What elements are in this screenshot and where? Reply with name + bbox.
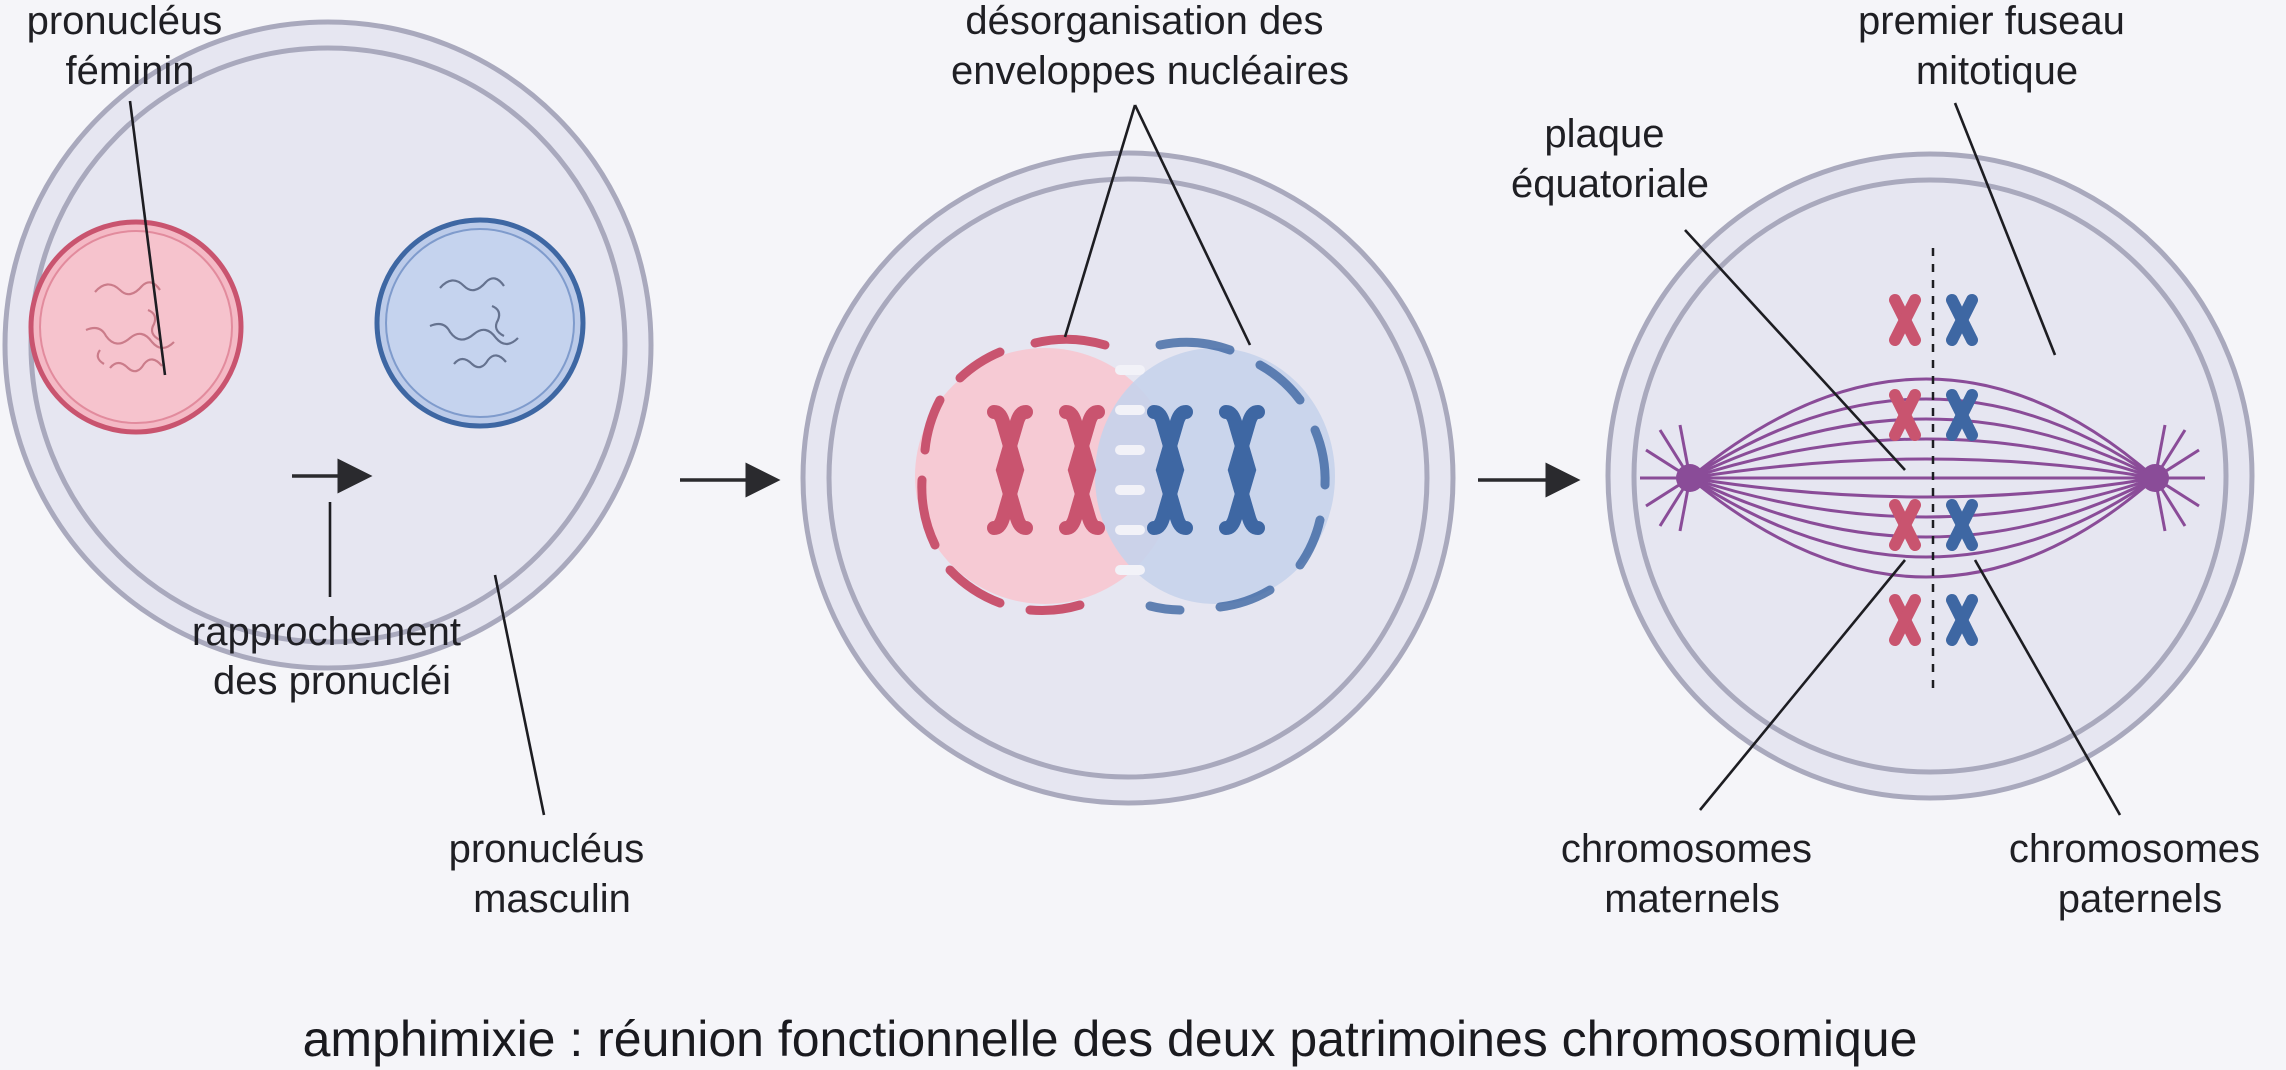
cell-3-outer-membrane [1605, 151, 2255, 801]
spindle-fibers [1689, 377, 2156, 579]
male-pronucleus-leader [493, 574, 546, 816]
approach-label: rapprochement des pronucléi [192, 610, 472, 703]
first-spindle-leader [1953, 102, 2057, 356]
paternal-envelope-fragments [1145, 337, 1330, 615]
cell-3-inner-membrane [1631, 177, 2229, 775]
panel-envelope-disorganization: désorganisation des enveloppes nucléaire… [800, 0, 1456, 806]
envelope-disorganization-label: désorganisation des enveloppes nucléaire… [951, 0, 1349, 93]
maternal-envelope-fragments [917, 334, 1110, 615]
female-pronucleus-leader [128, 100, 167, 376]
maternal-chromosomes-label: chromosomes maternels [1561, 827, 1823, 921]
equatorial-plate-label: plaque équatoriale [1511, 112, 1709, 206]
female-pronucleus-label: pronucléus féminin [27, 0, 234, 93]
male-pronucleus [374, 217, 586, 429]
right-centrosome [2137, 464, 2169, 492]
left-centrosome [1676, 464, 1708, 492]
diagram-caption: amphimixie : réunion fonctionnelle des d… [303, 1011, 1918, 1067]
paternal-chromosomes-label: chromosomes paternels [2009, 827, 2271, 921]
male-pronucleus-label: pronucléus masculin [449, 827, 656, 921]
paternal-chromosomes-leader [1973, 559, 2122, 816]
maternal-chromosomes-leader [1698, 559, 1907, 811]
female-pronucleus [28, 219, 244, 435]
cell-1-outer-membrane [2, 19, 654, 671]
equatorial-plate-leader [1684, 229, 1906, 471]
panel-pronuclei-approach: pronucléus féminin rapprochement des pro… [2, 0, 656, 921]
first-spindle-label: premier fuseau mitotique [1858, 0, 2136, 93]
envelope-leader-right [1133, 104, 1252, 346]
envelope-leader-left [1063, 104, 1137, 338]
panel-mitotic-spindle: premier fuseau mitotique plaque équatori… [1511, 0, 2271, 921]
cell-2-inner-membrane [826, 176, 1430, 780]
